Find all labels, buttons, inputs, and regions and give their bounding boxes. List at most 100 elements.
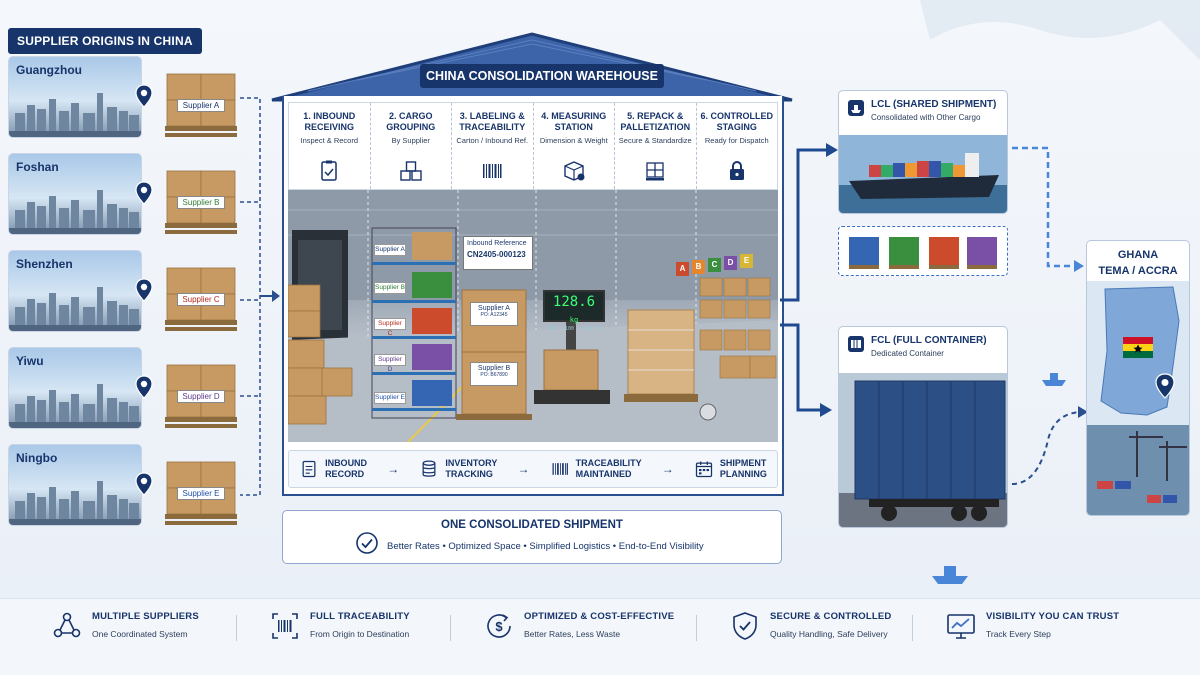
- step-subtitle: Secure & Standardize: [618, 136, 692, 145]
- check-circle-icon: [356, 532, 378, 554]
- shipping-container-image: [839, 373, 1007, 527]
- step-subtitle: Inspect & Record: [300, 136, 359, 145]
- consolidated-title: ONE CONSOLIDATED SHIPMENT: [441, 519, 623, 531]
- feature-subtitle: From Origin to Destination: [310, 629, 410, 639]
- features-footer: MULTIPLE SUPPLIERS One Coordinated Syste…: [0, 598, 1200, 675]
- rack-label: Supplier B: [374, 282, 406, 294]
- destination-country: GHANA: [1117, 249, 1159, 261]
- feature-title: FULL TRACEABILITY: [310, 611, 410, 622]
- warehouse-flow-bar: INBOUND RECORD→ INVENTORY TRACKING→ TRAC…: [288, 450, 778, 488]
- zone-letter-sign: A: [676, 262, 689, 276]
- footer-divider: [696, 615, 697, 641]
- inbound-reference-label: Inbound Reference: [467, 240, 527, 247]
- feature-title: OPTIMIZED & COST-EFFECTIVE: [524, 611, 675, 622]
- step-subtitle: Dimension & Weight: [539, 136, 608, 145]
- feature-title: VISIBILITY YOU CAN TRUST: [986, 611, 1120, 622]
- supplier-label: Supplier C: [177, 293, 225, 306]
- route-arrows: [780, 143, 1084, 417]
- supplier-pallet-4: Supplier E: [163, 460, 239, 526]
- origin-city-0: Guangzhou: [8, 56, 142, 138]
- origin-city-4: Ningbo: [8, 444, 142, 526]
- ship-icon-bottom: [932, 566, 968, 584]
- supplier-pallet-2: Supplier C: [163, 266, 239, 332]
- box-label-supplier-a-name: Supplier A: [478, 305, 510, 312]
- ship-icon: [1042, 373, 1066, 386]
- feature-subtitle: Quality Handling, Safe Delivery: [770, 629, 888, 639]
- step-title: 1. INBOUND RECEIVING: [303, 111, 356, 132]
- sources-connector: [240, 97, 280, 496]
- process-step-5: 5. REPACK & PALLETIZATION Secure & Stand…: [615, 103, 697, 189]
- city-skyline-image: [9, 384, 141, 428]
- scale-dimensions: 120 × 100 × 100 cm: [546, 326, 602, 332]
- step-title: 6. CONTROLLED STAGING: [700, 111, 773, 132]
- origin-city-1: Foshan: [8, 153, 142, 235]
- flow-item: SHIPMENT PLANNING: [694, 458, 767, 480]
- container-ship-image: [839, 135, 1007, 213]
- warehouse-title: CHINA CONSOLIDATION WAREHOUSE: [420, 64, 664, 88]
- feature-title: SECURE & CONTROLLED: [770, 611, 892, 622]
- lock-icon: [729, 161, 744, 180]
- fcl-subtitle: Dedicated Container: [871, 349, 944, 358]
- monitor-chart-icon: [947, 614, 975, 639]
- box-label-supplier-a-po: PO: A12345: [480, 312, 508, 318]
- rack-label: Supplier C: [374, 318, 406, 337]
- destination-card: GHANA TEMA / ACCRA: [1086, 240, 1190, 516]
- supplier-pallet-1: Supplier B: [163, 169, 239, 235]
- process-steps: 1. INBOUND RECEIVING Inspect & Record 2.…: [288, 102, 778, 190]
- city-name: Ningbo: [16, 451, 58, 465]
- city-skyline-image: [9, 93, 141, 137]
- svg-text:$: $: [495, 619, 503, 634]
- flow-label: INBOUND RECORD: [325, 458, 368, 479]
- inbound-reference-card: Inbound Reference CN2405-000123: [463, 236, 533, 270]
- fcl-route-arrow: [1011, 406, 1088, 485]
- boxes-icon: [400, 161, 422, 181]
- container-icon: [848, 336, 864, 352]
- consolidated-benefits: Better Rates • Optimized Space • Simplif…: [387, 541, 704, 552]
- flow-item: INBOUND RECORD: [299, 458, 367, 480]
- rack-label: Supplier A: [374, 244, 406, 256]
- box-measure-icon: [564, 161, 585, 181]
- supplier-pallet-0: Supplier A: [163, 72, 239, 138]
- barcode-icon: [483, 164, 502, 178]
- consolidated-shipment-box: ONE CONSOLIDATED SHIPMENT Better Rates •…: [282, 510, 782, 564]
- clipboard-icon: [321, 160, 337, 181]
- step-subtitle: By Supplier: [391, 136, 430, 145]
- step-subtitle: Carton / Inbound Ref.: [456, 136, 529, 145]
- supplier-label: Supplier B: [177, 196, 225, 209]
- feature-item: SECURE & CONTROLLED Quality Handling, Sa…: [730, 611, 892, 641]
- city-name: Yiwu: [16, 354, 44, 368]
- lcl-subtitle: Consolidated with Other Cargo: [871, 113, 981, 122]
- step-subtitle: Ready for Dispatch: [704, 136, 769, 145]
- step-title: 4. MEASURING STATION: [541, 111, 607, 132]
- location-pin-icon: [135, 375, 153, 399]
- city-skyline-image: [9, 190, 141, 234]
- document-icon: [302, 460, 316, 478]
- lcl-mixed-pallets: [838, 226, 1008, 276]
- flow-item: INVENTORY TRACKING: [419, 458, 497, 480]
- location-pin-icon: [135, 84, 153, 108]
- zone-letter-sign: C: [708, 258, 721, 272]
- warehouse-interior-illustration: [288, 190, 778, 442]
- location-pin-icon: [1155, 373, 1175, 399]
- zone-letter-sign: E: [740, 254, 753, 268]
- footer-divider: [912, 615, 913, 641]
- scale-unit: kg: [569, 316, 579, 324]
- flow-arrow: →: [517, 462, 530, 476]
- zone-letter-sign: B: [692, 260, 705, 274]
- rack-label: Supplier E: [374, 392, 406, 404]
- city-skyline-image: [9, 287, 141, 331]
- shield-check-icon: [733, 612, 757, 640]
- feature-subtitle: Track Every Step: [986, 629, 1051, 639]
- warehouse-floor-scene: [288, 190, 778, 442]
- city-name: Shenzhen: [16, 257, 73, 271]
- world-map-backdrop: [920, 0, 1200, 60]
- step-title: 2. CARGO GROUPING: [386, 111, 436, 132]
- rack-label: Supplier D: [374, 354, 406, 373]
- fcl-title: FCL (FULL CONTAINER): [871, 335, 987, 346]
- ship-icon: [848, 100, 864, 116]
- process-step-2: 2. CARGO GROUPING By Supplier: [371, 103, 452, 189]
- fcl-option-card: FCL (FULL CONTAINER) Dedicated Container: [838, 326, 1008, 528]
- supplier-label: Supplier D: [177, 390, 225, 403]
- process-step-1: 1. INBOUND RECEIVING Inspect & Record: [289, 103, 371, 189]
- destination-port: TEMA / ACCRA: [1098, 265, 1178, 277]
